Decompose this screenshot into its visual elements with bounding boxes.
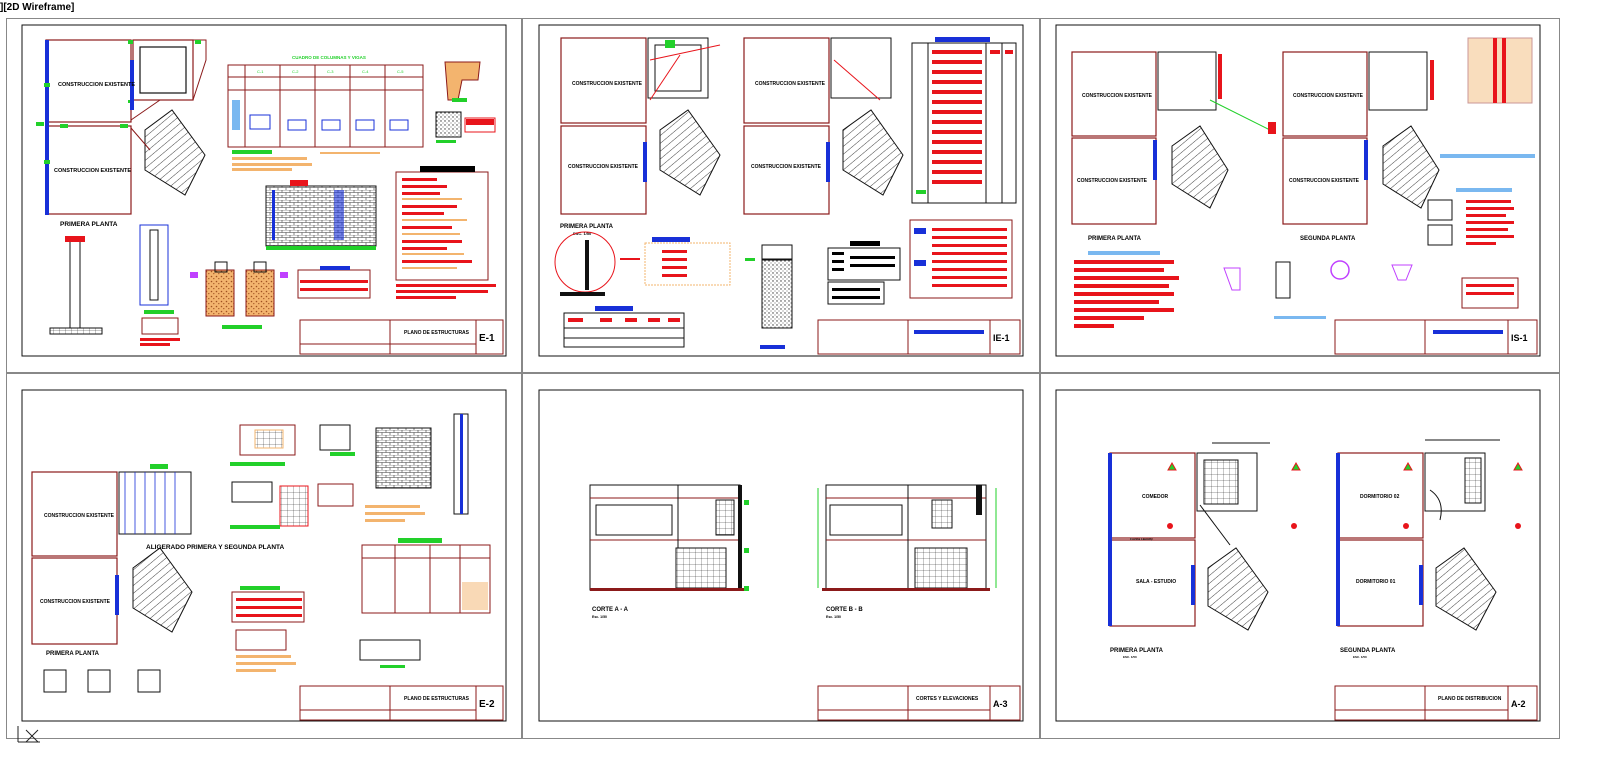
e1-col-c1: C-1 [257, 69, 264, 74]
is1-existing-bottom-1: CONSTRUCCION EXISTENTE [1077, 178, 1148, 184]
e1-existing-top-label: CONSTRUCCION EXISTENTE [58, 82, 135, 88]
sheet-a3[interactable]: CORTE A - A Esc. 1/50 CORTE B - B Esc. 1… [538, 389, 1024, 722]
a2-comedor-label: COMEDOR [1142, 494, 1169, 500]
e2-sheet-code: E-2 [479, 699, 495, 710]
a2-dorm2-label: DORMITORIO 02 [1360, 494, 1400, 500]
is1-existing-top-1: CONSTRUCCION EXISTENTE [1082, 93, 1153, 99]
ie1-scale: ESC. 1/50 [573, 231, 592, 236]
sheet-e1[interactable]: CONSTRUCCION EXISTENTE CONSTRUCCION EXIS… [21, 24, 507, 357]
a2-sheet-code: A-2 [1511, 699, 1526, 709]
e2-existing-bottom: CONSTRUCCION EXISTENTE [40, 599, 111, 605]
ie1-existing-bottom-1: CONSTRUCCION EXISTENTE [568, 164, 639, 170]
sheet-ie1[interactable]: CONSTRUCCION EXISTENTE CONSTRUCCION EXIS… [538, 24, 1024, 357]
e2-sheet-title: PLANO DE ESTRUCTURAS [404, 696, 470, 702]
e2-title-block[interactable]: PLANO DE ESTRUCTURAS E-2 [299, 685, 504, 721]
sheet-a2[interactable]: COMEDOR SALA - ESTUDIO Cocina Laundry PR… [1055, 389, 1541, 722]
e1-sheet-code: E-1 [479, 333, 495, 344]
e2-plan-label: PRIMERA PLANTA [46, 651, 100, 657]
is1-title-block[interactable]: IS-1 [1334, 319, 1538, 355]
e2-aligerado-label: ALIGERADO PRIMERA Y SEGUNDA PLANTA [146, 544, 285, 551]
ie1-existing-top-1: CONSTRUCCION EXISTENTE [572, 81, 643, 87]
a2-cocina-label: Cocina Laundry [1130, 537, 1153, 541]
a3-cut-a-scale: Esc. 1/50 [592, 615, 607, 619]
e1-title-block[interactable]: PLANO DE ESTRUCTURAS E-1 [299, 319, 504, 355]
sheet-is1[interactable]: CONSTRUCCION EXISTENTE CONSTRUCCION EXIS… [1055, 24, 1541, 357]
is1-plan2-label: SEGUNDA PLANTA [1300, 236, 1356, 242]
ie1-sheet-code: IE-1 [993, 333, 1010, 343]
a2-sheet-title: PLANO DE DISTRIBUCION [1438, 696, 1502, 702]
is1-sheet-code: IS-1 [1511, 333, 1528, 343]
e1-col-c5: C-5 [397, 69, 404, 74]
a2-plan2-label: SEGUNDA PLANTA [1340, 648, 1396, 654]
ie1-existing-top-2: CONSTRUCCION EXISTENTE [755, 81, 826, 87]
a2-dorm1-label: DORMITORIO 01 [1356, 579, 1396, 585]
section-b-b[interactable] [817, 484, 997, 591]
is1-existing-top-2: CONSTRUCCION EXISTENTE [1293, 93, 1364, 99]
a2-plan2-scale: ESC. 1/50 [1353, 655, 1367, 659]
a2-sala-label: SALA - ESTUDIO [1136, 579, 1176, 585]
is1-existing-bottom-2: CONSTRUCCION EXISTENTE [1289, 178, 1360, 184]
e1-table-title: CUADRO DE COLUMNAS Y VIGAS [292, 55, 366, 60]
e2-existing-top: CONSTRUCCION EXISTENTE [44, 513, 115, 519]
e1-plan-label: PRIMERA PLANTA [60, 221, 118, 228]
sheet-e2[interactable]: CONSTRUCCION EXISTENTE CONSTRUCCION EXIS… [21, 389, 507, 722]
ie1-existing-bottom-2: CONSTRUCCION EXISTENTE [751, 164, 822, 170]
a2-title-block[interactable]: PLANO DE DISTRIBUCION A-2 [1334, 685, 1538, 721]
a3-title-block[interactable]: CORTES Y ELEVACIONES A-3 [817, 685, 1021, 721]
e1-col-c4: C-4 [362, 69, 369, 74]
e1-col-c3: C-3 [327, 69, 334, 74]
a3-cut-b-scale: Esc. 1/50 [826, 615, 841, 619]
e1-col-c2: C-2 [292, 69, 299, 74]
is1-plan1-label: PRIMERA PLANTA [1088, 236, 1142, 242]
a2-plan1-label: PRIMERA PLANTA [1110, 648, 1164, 654]
layout-tile-a2 [1040, 373, 1560, 739]
a3-sheet-code: A-3 [993, 699, 1008, 709]
e1-existing-bottom-label: CONSTRUCCION EXISTENTE [54, 168, 131, 174]
a3-sheet-title: CORTES Y ELEVACIONES [916, 696, 979, 702]
a3-cut-b-label: CORTE B - B [826, 607, 863, 613]
layout-tile-is1 [1040, 18, 1560, 373]
ie1-title-block[interactable]: IE-1 [817, 319, 1021, 355]
e1-sheet-title: PLANO DE ESTRUCTURAS [404, 330, 470, 336]
a2-plan1-scale: ESC. 1/50 [1123, 655, 1137, 659]
a3-cut-a-label: CORTE A - A [592, 607, 629, 613]
ucs-icon [17, 726, 40, 743]
viewport-label[interactable]: ][2D Wireframe] [0, 2, 75, 13]
ie1-plan-label: PRIMERA PLANTA [560, 224, 614, 230]
section-a-a[interactable] [589, 484, 749, 591]
